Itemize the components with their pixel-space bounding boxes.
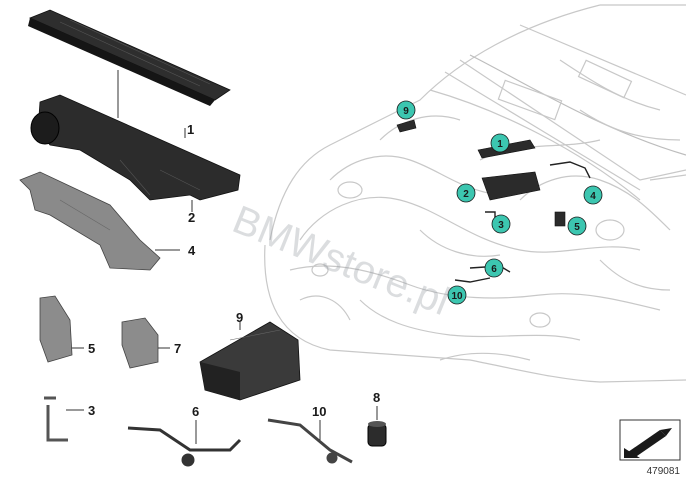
part-3-clip bbox=[44, 396, 68, 442]
engine-bay-illustration bbox=[264, 4, 686, 383]
callout-10: 10 bbox=[312, 404, 326, 419]
badge-1[interactable]: 1 bbox=[490, 133, 510, 153]
svg-text:5: 5 bbox=[574, 222, 580, 233]
callout-4: 4 bbox=[188, 243, 196, 258]
part-4-bracket bbox=[19, 171, 161, 271]
part-7-bracket bbox=[121, 317, 159, 369]
part-10-bracket bbox=[267, 418, 353, 464]
part-8-grommet bbox=[367, 421, 387, 447]
svg-text:1: 1 bbox=[497, 139, 503, 150]
part-5-bracket bbox=[39, 295, 73, 363]
callout-2: 2 bbox=[188, 210, 195, 225]
svg-text:4: 4 bbox=[590, 191, 596, 202]
callout-7: 7 bbox=[174, 341, 181, 356]
part-2-housing bbox=[30, 94, 241, 201]
badge-5[interactable]: 5 bbox=[567, 216, 587, 236]
svg-text:3: 3 bbox=[498, 220, 504, 231]
callout-6: 6 bbox=[192, 404, 199, 419]
badge-9[interactable]: 9 bbox=[396, 100, 416, 120]
badge-2[interactable]: 2 bbox=[456, 183, 476, 203]
svg-text:2: 2 bbox=[463, 189, 469, 200]
part-1-cover bbox=[28, 9, 231, 106]
callout-5: 5 bbox=[88, 341, 95, 356]
direction-arrow-icon bbox=[619, 419, 681, 461]
diagram-id: 479081 bbox=[647, 466, 681, 477]
svg-text:9: 9 bbox=[403, 106, 409, 117]
part-6-bracket bbox=[127, 426, 242, 467]
svg-text:10: 10 bbox=[451, 291, 463, 302]
part-9-control-unit bbox=[199, 321, 301, 401]
watermark: BMWstore.pl bbox=[227, 198, 456, 325]
callout-8: 8 bbox=[373, 390, 380, 405]
bay-highlight-parts bbox=[396, 119, 566, 227]
svg-text:6: 6 bbox=[491, 264, 497, 275]
badge-10[interactable]: 10 bbox=[447, 285, 467, 305]
badge-3[interactable]: 3 bbox=[491, 214, 511, 234]
callout-9: 9 bbox=[236, 310, 243, 325]
callout-3: 3 bbox=[88, 403, 95, 418]
badge-6[interactable]: 6 bbox=[484, 258, 504, 278]
callout-1: 1 bbox=[187, 122, 194, 137]
badge-4[interactable]: 4 bbox=[583, 185, 603, 205]
